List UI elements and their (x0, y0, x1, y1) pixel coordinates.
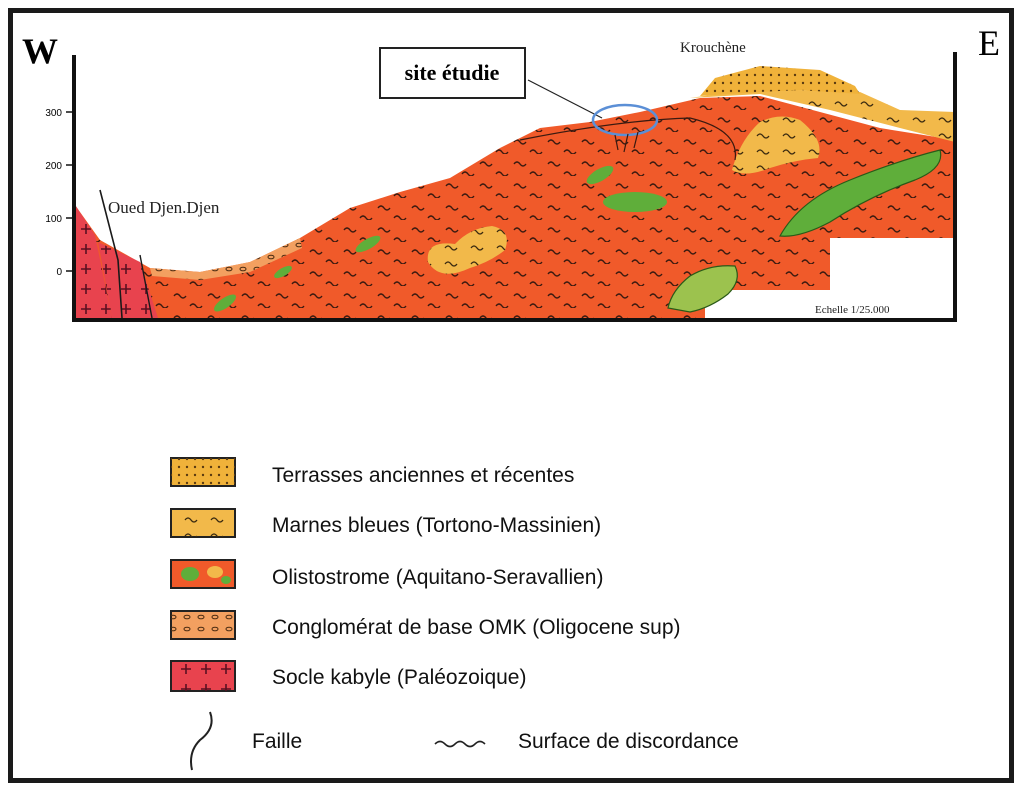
legend-label-socle: Socle kabyle (Paléozoique) (272, 666, 526, 689)
legend-label-marnes: Marnes bleues (Tortono-Massinien) (272, 514, 601, 537)
altitude-tick-100: 100 (45, 214, 62, 225)
site-label: site étudie (405, 60, 500, 85)
altitude-tick-300: 300 (45, 108, 62, 119)
site-pointer (528, 80, 602, 118)
altitude-tick-0: 0 (56, 267, 62, 278)
legend-swatch-socle (171, 661, 235, 691)
legend-swatch-marnes (171, 509, 235, 537)
east-label: E (978, 23, 1000, 63)
legend-label-conglomerat: Conglomérat de base OMK (Oligocene sup) (272, 616, 681, 639)
green-block-3 (603, 192, 667, 212)
river-label: Oued Djen.Djen (108, 198, 220, 217)
fault-symbol (191, 712, 212, 770)
west-label: W (22, 31, 58, 71)
legend-swatch-conglomerat (171, 611, 235, 639)
legend-swatch-terrasses (171, 458, 235, 486)
legend-label-discordance: Surface de discordance (518, 730, 739, 753)
legend-label-terrasses: Terrasses anciennes et récentes (272, 464, 574, 487)
legend-label-faille: Faille (252, 730, 302, 753)
discordance-symbol (435, 742, 485, 747)
altitude-tick-200: 200 (45, 161, 62, 172)
legend-label-olistostrome: Olistostrome (Aquitano-Seravallien) (272, 566, 603, 589)
legend-swatch-olistostrome (171, 560, 235, 588)
scale-label: Echelle 1/25.000 (815, 304, 890, 316)
town-label: Krouchène (680, 40, 746, 56)
